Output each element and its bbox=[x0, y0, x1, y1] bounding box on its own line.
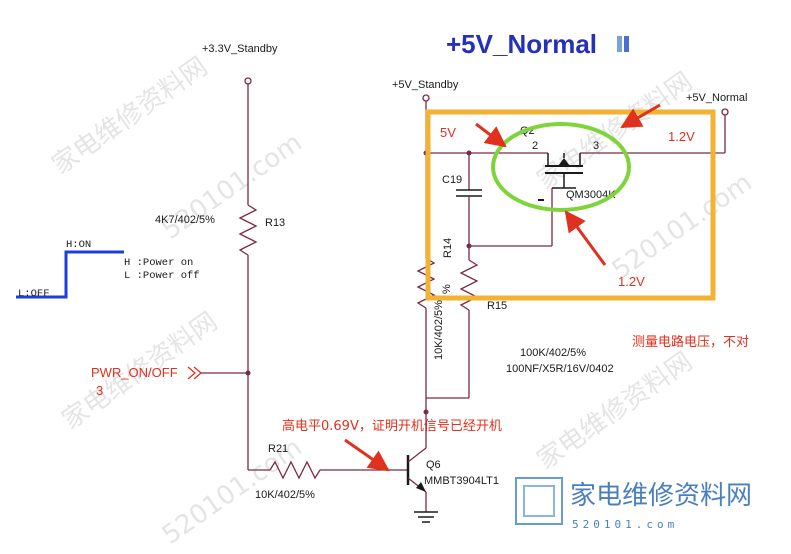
q6-transistor: Q6 MMBT3904LT1 bbox=[406, 412, 499, 523]
q2-pin3: 3 bbox=[593, 140, 599, 152]
logo-text: 家电维修资料网 bbox=[570, 481, 752, 511]
logic-high-label: H:ON bbox=[66, 239, 91, 251]
r15-ref: R15 bbox=[487, 300, 507, 312]
site-logo: 家电维修资料网 520101.com bbox=[515, 477, 752, 531]
title-decoration bbox=[624, 36, 629, 52]
gate-network: C19 R14 % R15 100K/402/5% 100NF/X5R/16V/… bbox=[426, 150, 614, 399]
logic-low-label: L:OFF bbox=[18, 288, 50, 300]
q2-pin2: 2 bbox=[532, 140, 538, 152]
annotation-1v2-out: 1.2V bbox=[668, 129, 695, 144]
watermark-text: 家电维修资料网 bbox=[47, 52, 213, 181]
pwr-pin-label: 3 bbox=[96, 383, 103, 398]
r21-value: 10K/402/5% bbox=[255, 489, 315, 501]
c19-value: 100NF/X5R/16V/0402 bbox=[506, 363, 614, 375]
power-terminal bbox=[244, 77, 252, 85]
title-decoration bbox=[617, 36, 622, 52]
r15-value: 100K/402/5% bbox=[520, 347, 586, 359]
c19-ref: C19 bbox=[442, 174, 462, 186]
logic-note-h: H :Power on bbox=[124, 257, 193, 269]
annotations: 5V 1.2V 1.2V 测量电路电压，不对 高电平0.69V，证明开机信号已经… bbox=[282, 103, 749, 472]
r13-value: 4K7/402/5% bbox=[155, 214, 215, 226]
logo-url: 520101.com bbox=[572, 518, 678, 531]
r21-ref: R21 bbox=[268, 443, 288, 455]
page-title: +5V_Normal bbox=[446, 29, 597, 59]
annotation-measure: 测量电路电压，不对 bbox=[632, 334, 749, 350]
net-label-5v-standby: +5V_Standby bbox=[392, 79, 459, 91]
net-3v3-standby: +3.3V_Standby 4K7/402/5% R13 bbox=[155, 43, 285, 470]
net-5v-normal: +5V_Normal bbox=[686, 92, 747, 153]
arrow-5v bbox=[475, 122, 507, 148]
q6-part: MMBT3904LT1 bbox=[424, 475, 499, 487]
r14-ref: R14 bbox=[442, 238, 454, 258]
annotation-1v2-gate: 1.2V bbox=[618, 274, 645, 289]
connector-symbol bbox=[187, 366, 202, 380]
logic-level-diagram: H:ON L:OFF H :Power on L :Power off bbox=[16, 239, 200, 300]
arrow-high-level bbox=[344, 438, 390, 472]
logic-note-l: L :Power off bbox=[124, 270, 200, 282]
r13-ref: R13 bbox=[265, 217, 285, 229]
q2-part: QM3004K bbox=[566, 189, 616, 201]
r14-value-part: % bbox=[441, 284, 453, 294]
junction-dot bbox=[423, 409, 429, 415]
watermark-layer: 家电维修资料网 520101.com 家电维修资料网 520101.com 家电… bbox=[47, 52, 758, 551]
arrow-1v2-gate bbox=[564, 210, 607, 266]
logo-mark bbox=[515, 477, 563, 525]
highlight-ring bbox=[491, 122, 631, 212]
arrow-1v2-out bbox=[620, 103, 661, 129]
pwr-on-off-input: PWR_ON/OFF 3 bbox=[91, 365, 248, 398]
net-label-3v3: +3.3V_Standby bbox=[202, 43, 278, 55]
highlight-box bbox=[425, 109, 716, 301]
logic-waveform bbox=[16, 250, 124, 299]
power-terminal bbox=[721, 108, 729, 116]
r14-value: 10K/402/5% bbox=[433, 300, 445, 360]
watermark-url: 520101.com bbox=[607, 168, 758, 286]
power-terminal bbox=[422, 94, 430, 102]
r21-resistor: R21 10K/402/5% bbox=[248, 443, 408, 501]
pwr-net-label: PWR_ON/OFF bbox=[91, 365, 178, 380]
q6-ref: Q6 bbox=[426, 459, 441, 471]
net-label-5v-normal: +5V_Normal bbox=[686, 92, 747, 104]
annotation-5v: 5V bbox=[440, 125, 456, 140]
junction-dot bbox=[466, 150, 472, 156]
annotation-high-level: 高电平0.69V，证明开机信号已经开机 bbox=[282, 418, 502, 434]
